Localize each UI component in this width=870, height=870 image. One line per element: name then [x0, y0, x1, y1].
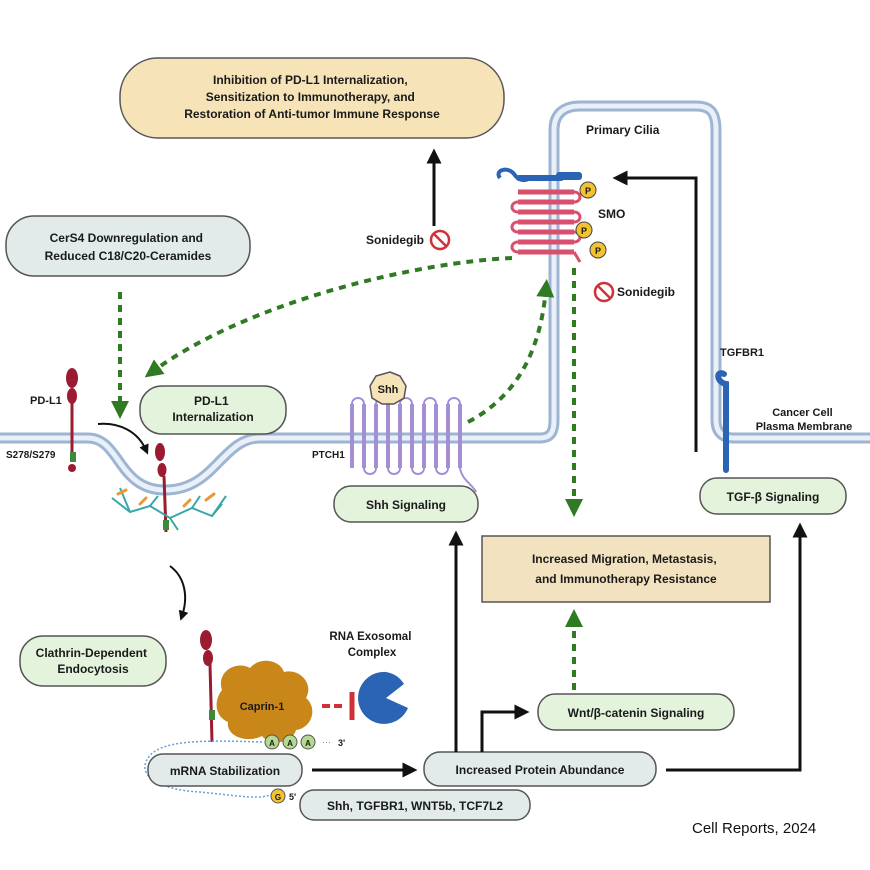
svg-text:Inhibition of PD-L1 Internaliz: Inhibition of PD-L1 Internalization, Sen… [184, 73, 440, 121]
pdl1-label: PD-L1 [30, 395, 62, 407]
pdl1-internalization-line-2: Internalization [172, 410, 253, 424]
primary-cilia-label: Primary Cilia [586, 123, 660, 137]
polya-tail: A A A ··· 3' [264, 734, 345, 750]
phospho-label-3: P [595, 246, 601, 256]
cers4-box: CerS4 Downregulation and Reduced C18/C20… [5, 215, 251, 277]
protein-label: Increased Protein Abundance [456, 763, 625, 777]
shh-signaling-box: Shh Signaling [333, 485, 479, 523]
cers4-line-2: Reduced C18/C20-Ceramides [45, 249, 212, 263]
endocytosis-arrow [169, 565, 189, 621]
tgfbr1-to-smo-arrow [612, 170, 698, 452]
shh-ligand: Shh [369, 371, 407, 405]
sonidegib-label-2: Sonidegib [617, 285, 675, 299]
wnt-label: Wnt/β-catenin Signaling [568, 706, 705, 720]
phospho-label-2: P [581, 226, 587, 236]
mrna-label: mRNA Stabilization [170, 764, 280, 778]
shh-label: Shh [378, 384, 399, 396]
svg-text:CerS4 Downregulation and: CerS4 Downregulation and Reduced C18/C20… [45, 231, 212, 263]
protein-to-tgfb-arrow [666, 522, 808, 772]
tgfb-signaling-label: TGF-β Signaling [727, 490, 820, 504]
outcome-line-2: Sensitization to Immunotherapy, and [206, 90, 415, 104]
migration-line-1: Increased Migration, Metastasis, [532, 552, 717, 566]
wnt-box: Wnt/β-catenin Signaling [537, 693, 735, 731]
outcome-box: Inhibition of PD-L1 Internalization, Sen… [119, 57, 505, 139]
membrane-label-2: Plasma Membrane [756, 421, 853, 433]
polya-2: A [287, 739, 293, 748]
smo-receptor [496, 167, 582, 263]
shh-signaling-label: Shh Signaling [366, 498, 446, 512]
phospho-sites: P P P [575, 181, 607, 259]
three-prime-label: 3' [338, 738, 345, 748]
inhibitor-icon [593, 281, 615, 303]
smo-to-pdl1-dashed-arrow [144, 256, 513, 378]
protein-abundance-box: Increased Protein Abundance [423, 751, 657, 787]
cers4-line-1: CerS4 Downregulation and [50, 231, 203, 245]
pdl1-lower [200, 630, 215, 743]
tgfb-signaling-box: TGF-β Signaling [699, 477, 847, 515]
svg-text:Increased Migration, Metastasi: Increased Migration, Metastasis, and Imm… [532, 552, 720, 586]
caprin-label: Caprin-1 [240, 701, 285, 713]
clathrin-box: Clathrin-Dependent Endocytosis [19, 635, 167, 687]
phospho-label-1: P [585, 186, 591, 196]
tgfbr1-label: TGFBR1 [720, 347, 764, 359]
svg-text:RNA Exosomal Complex: RNA Exosomal Complex [329, 631, 414, 659]
ptch1-to-smo-dashed-arrow [467, 279, 555, 424]
protein-to-wnt-arrow [480, 704, 530, 752]
citation: Cell Reports, 2024 [692, 820, 817, 837]
pdl1-internalization-box: PD-L1 Internalization [139, 385, 287, 435]
polya-3: A [305, 739, 311, 748]
tgfbr1-receptor [715, 370, 729, 473]
clathrin-line-1: Clathrin-Dependent [36, 646, 147, 660]
svg-text:PD-L1 Internalization: PD-L1 Internalization [172, 394, 253, 424]
smo-label: SMO [598, 207, 625, 221]
dots: ··· [322, 737, 331, 747]
pdl1-in-pit [155, 443, 169, 533]
mrna-stabilization-box: mRNA Stabilization [147, 753, 303, 787]
inhibition-bar [322, 692, 355, 720]
exosome-complex-icon [358, 671, 408, 724]
ptch1-label: PTCH1 [312, 450, 345, 461]
svg-text:Clathrin-Dependent Endoc: Clathrin-Dependent Endocytosis [36, 646, 151, 676]
caprin-1-protein: Caprin-1 [216, 660, 313, 743]
polya-1: A [269, 739, 275, 748]
inhibitor-icon [429, 229, 451, 251]
pdl1-protein [66, 368, 78, 472]
internalization-arrow [97, 422, 149, 455]
outcome-line-1: Inhibition of PD-L1 Internalization, [213, 73, 408, 87]
cap-label: G [275, 793, 281, 802]
membrane-label-1: Cancer Cell [772, 407, 833, 419]
clathrin-coat [111, 487, 227, 531]
svg-text:Cancer Cell Plasma Membran: Cancer Cell Plasma Membrane [756, 407, 853, 433]
pdl1-internalization-line-1: PD-L1 [194, 394, 229, 408]
rna-exosomal-line-2: Complex [348, 647, 397, 659]
mrna-cap: G 5' [270, 788, 296, 804]
rna-exosomal-line-1: RNA Exosomal [329, 631, 411, 643]
sonidegib-label-1: Sonidegib [366, 233, 424, 247]
five-prime-label: 5' [289, 792, 296, 802]
clathrin-line-2: Endocytosis [57, 662, 129, 676]
targets-label: Shh, TGFBR1, WNT5b, TCF7L2 [327, 799, 503, 813]
targets-box: Shh, TGFBR1, WNT5b, TCF7L2 [299, 789, 531, 821]
outcome-line-3: Restoration of Anti-tumor Immune Respons… [184, 107, 440, 121]
ptch1-receptor [350, 397, 477, 493]
migration-box: Increased Migration, Metastasis, and Imm… [481, 535, 771, 603]
clathrin-adaptors [116, 488, 216, 508]
migration-line-2: and Immunotherapy Resistance [535, 572, 717, 586]
site-label: S278/S279 [6, 450, 56, 461]
plasma-membrane [0, 100, 870, 496]
